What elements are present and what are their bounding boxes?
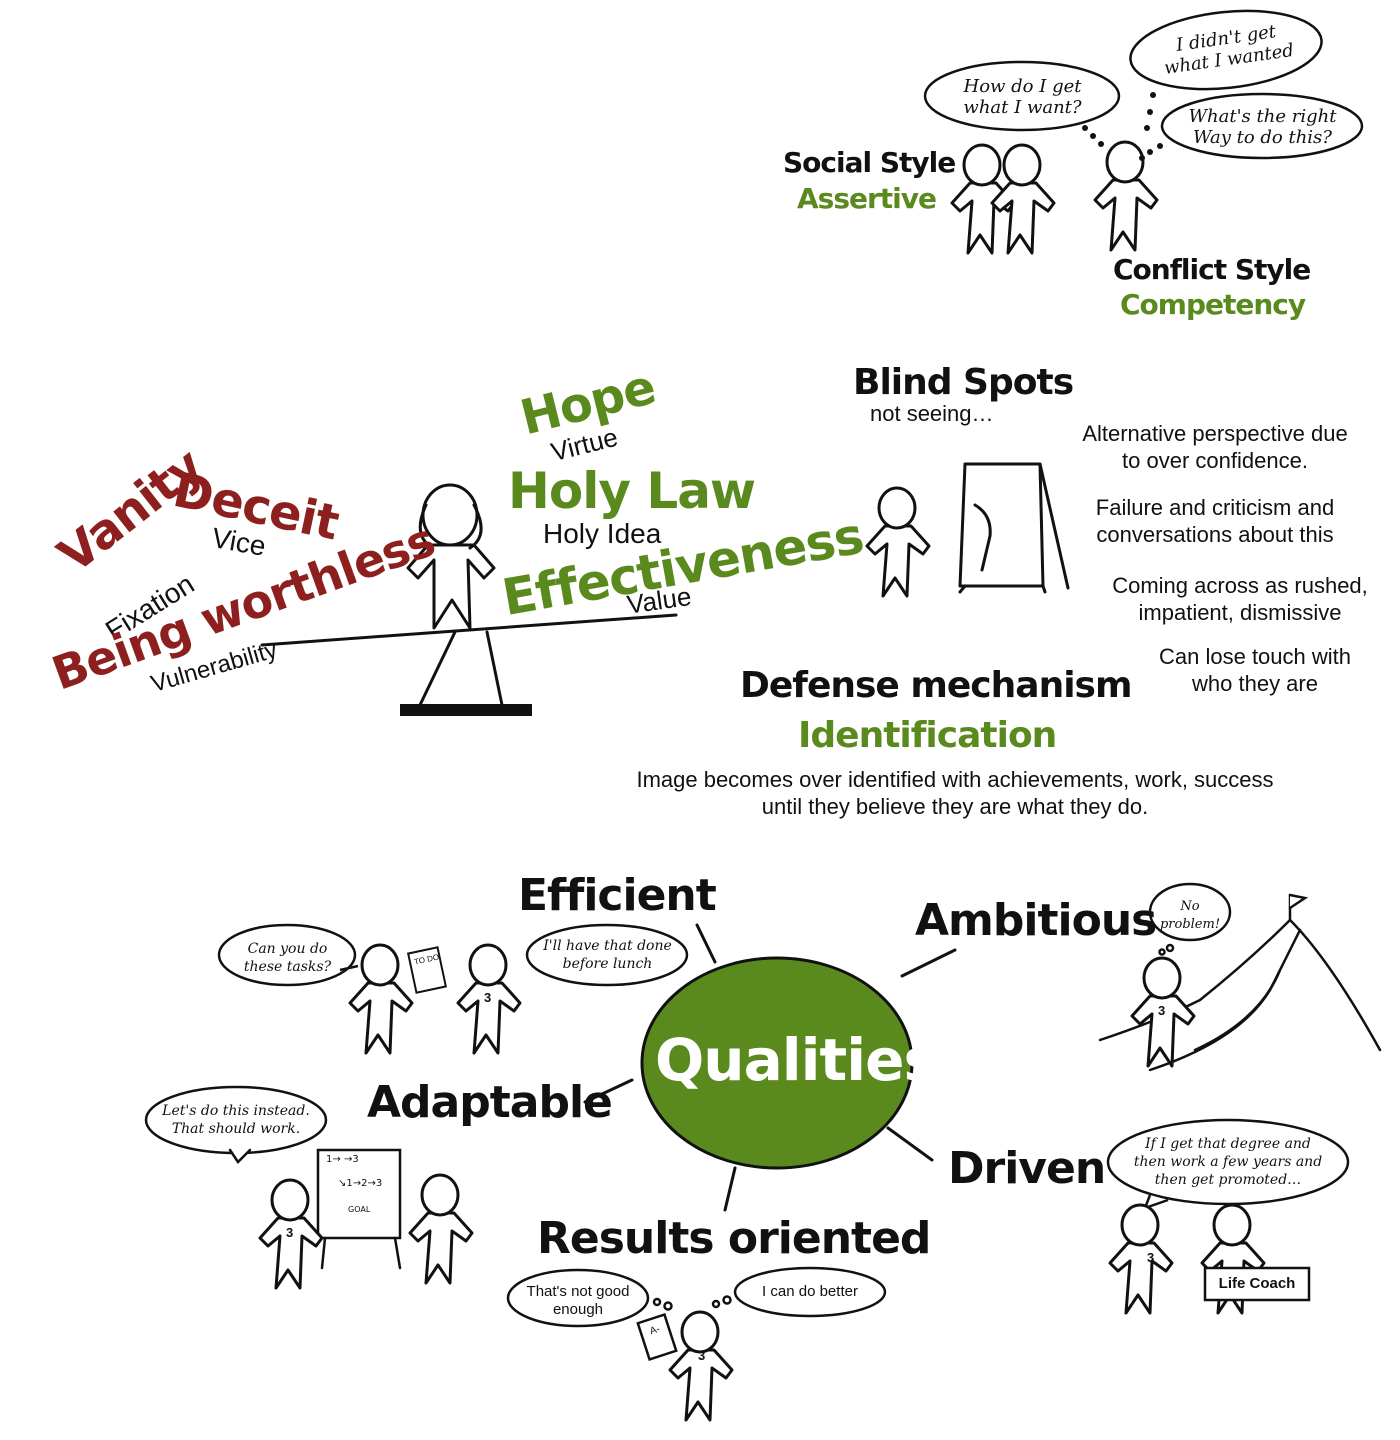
conflict-figure: [1093, 140, 1159, 252]
driven-scene: [1106, 1118, 1350, 1315]
mirror-scene: [865, 462, 1070, 598]
thought-dots: [1082, 92, 1163, 161]
conflict-style-value: Competency: [1120, 288, 1306, 321]
adaptable-figure-number: 3: [286, 1225, 294, 1240]
quality-driven: Driven: [948, 1143, 1106, 1194]
quality-adaptable: Adaptable: [367, 1077, 613, 1128]
defense-value: Identification: [798, 715, 1057, 756]
life-coach-sign: Life Coach: [1218, 1275, 1296, 1292]
adaptable-board: 1→ →3 ↘1→2→3 GOAL: [326, 1154, 383, 1214]
adaptable-bubble: Let's do this instead.That should work.: [162, 1103, 310, 1137]
blind-spots-subtitle: not seeing…: [870, 401, 994, 426]
results-bubble-right: I can do better: [762, 1283, 858, 1300]
word-holy-law: Holy Law: [508, 462, 756, 520]
conflict-style-title: Conflict Style: [1113, 253, 1311, 286]
defense-title: Defense mechanism: [740, 665, 1132, 706]
blind-spot-item-3: Coming across as rushed,impatient, dismi…: [1112, 573, 1368, 625]
ambitious-scene: [1098, 882, 1382, 1072]
results-scene: [506, 1266, 887, 1422]
efficient-figure-number: 3: [484, 990, 492, 1005]
social-style-title: Social Style: [783, 146, 956, 179]
quality-results-oriented: Results oriented: [537, 1213, 931, 1264]
ambitious-figure-number: 3: [1158, 1003, 1166, 1018]
social-figures: [950, 143, 1056, 255]
quality-ambitious: Ambitious: [915, 895, 1157, 946]
top-bubble-shapes: [923, 9, 1364, 160]
quality-connectors: [583, 923, 957, 1212]
qualities-center-label: Qualities: [655, 1026, 938, 1094]
results-figure-number: 3: [698, 1348, 706, 1363]
qualities-ellipse: [640, 956, 914, 1170]
word-holy-idea: Holy Idea: [543, 518, 662, 549]
social-style-value: Assertive: [797, 182, 937, 215]
blind-spots-title: Blind Spots: [853, 362, 1074, 403]
quality-efficient: Efficient: [518, 870, 717, 921]
efficient-scene: [217, 923, 689, 1055]
defense-description: Image becomes over identified with achie…: [636, 767, 1274, 819]
adaptable-scene: [144, 1085, 474, 1290]
driven-figure-number: 3: [1147, 1250, 1155, 1265]
seesaw: [260, 483, 678, 716]
